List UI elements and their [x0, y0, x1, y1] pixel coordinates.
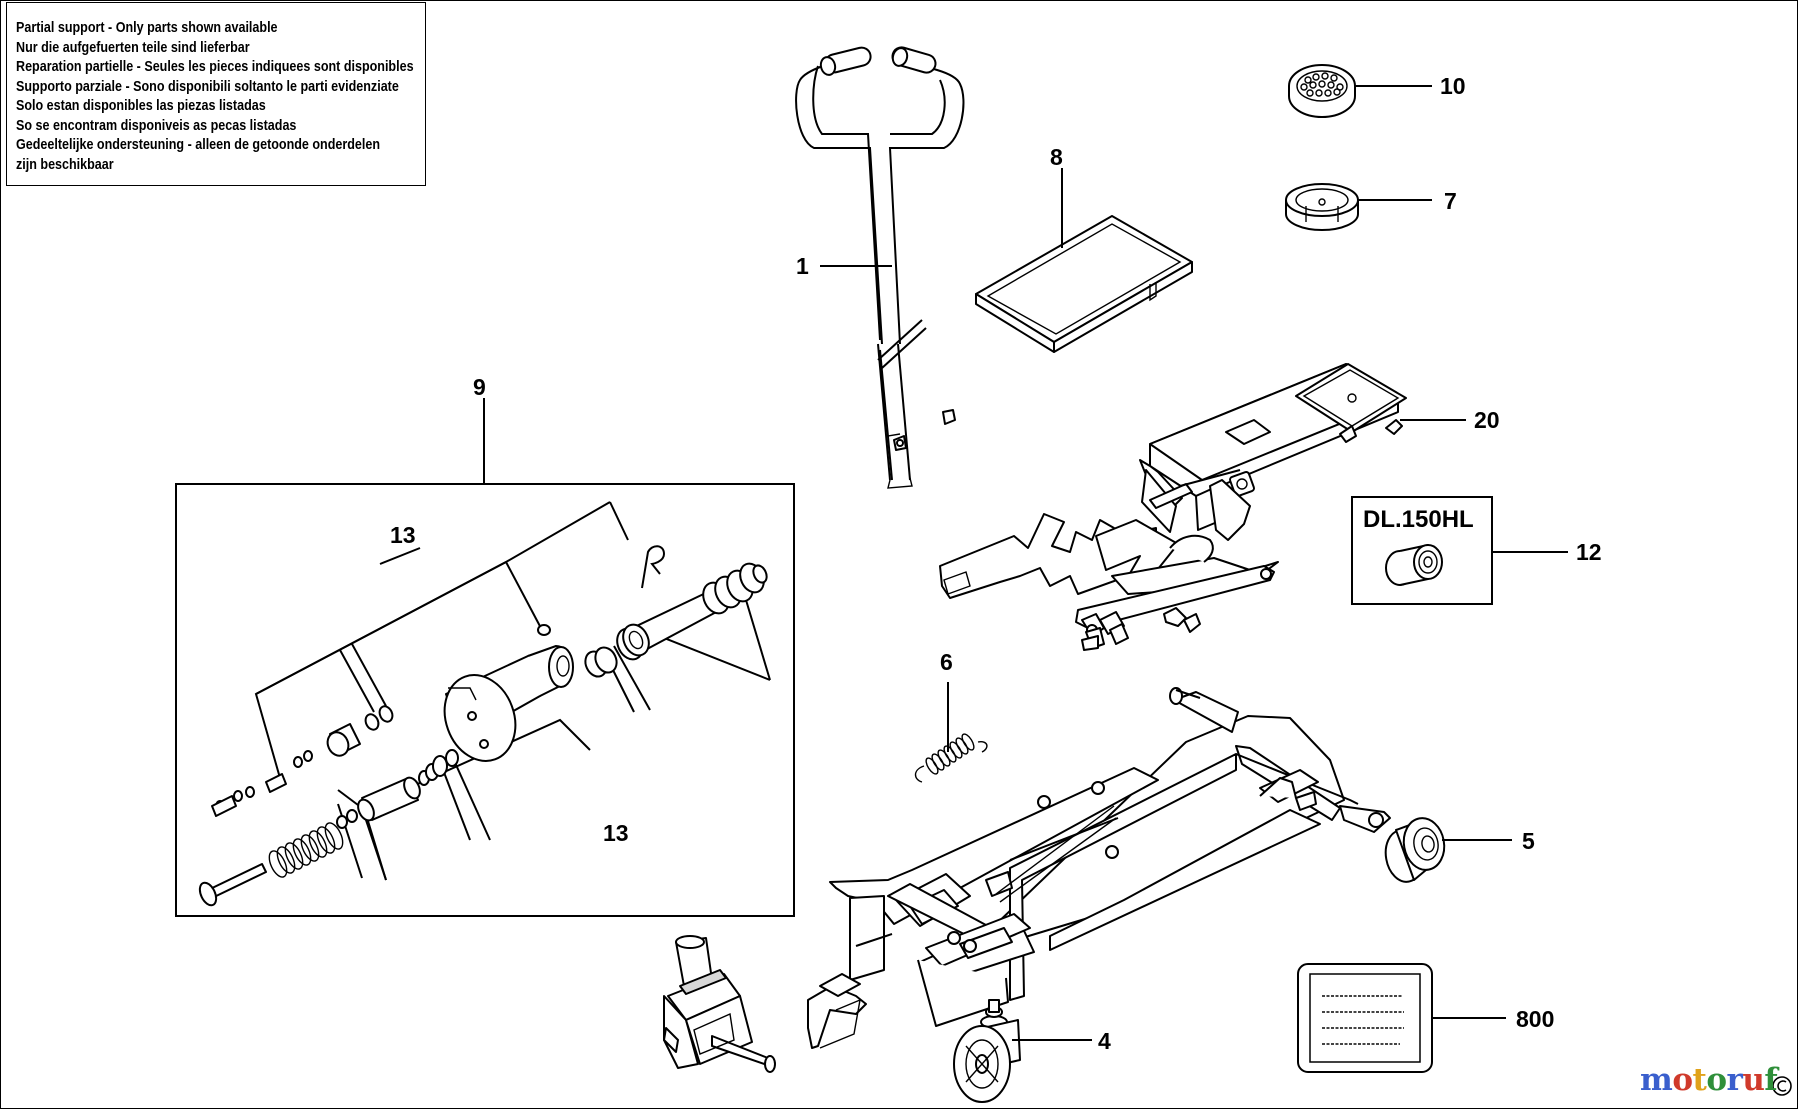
callout-800: 800	[1516, 1006, 1554, 1032]
part-9-pump-assembly[interactable]	[197, 501, 771, 908]
notice-line: Supporto parziale - Sono disponibili sol…	[16, 78, 399, 95]
part-8-tray[interactable]	[975, 215, 1193, 353]
callout-20: 20	[1474, 407, 1500, 433]
watermark-logo: motoruf	[1640, 1062, 1778, 1098]
callout-13b: 13	[603, 820, 629, 846]
callout-9: 9	[473, 374, 486, 400]
part-7-cap[interactable]	[1285, 183, 1359, 231]
part-12-bearing-box[interactable]: DL.150HL	[1351, 496, 1493, 605]
notice-line: Partial support - Only parts shown avail…	[16, 20, 278, 36]
watermark-letter: u	[1742, 1062, 1765, 1098]
part-800-label[interactable]	[1297, 963, 1433, 1073]
part-20-lift-arm[interactable]	[939, 363, 1407, 651]
watermark-letter: o	[1706, 1062, 1727, 1098]
part-5-wheel[interactable]	[1382, 815, 1448, 885]
bracket-part	[807, 973, 867, 1049]
pump-unit	[663, 935, 776, 1073]
watermark-letter: r	[1726, 1062, 1743, 1098]
part-1-handle[interactable]	[795, 45, 965, 489]
leader-13a	[379, 547, 421, 565]
callout-13a: 13	[390, 522, 416, 548]
watermark-letter: t	[1692, 1062, 1707, 1098]
callout-1: 1	[796, 253, 809, 279]
notice-line: zijn beschikbaar	[16, 156, 114, 173]
notice-line: So se encontram disponiveis as pecas lis…	[16, 117, 297, 134]
notice-line: Gedeeltelijke ondersteuning - alleen de …	[16, 137, 381, 153]
part-6-spring[interactable]	[914, 732, 988, 783]
watermark-letter: o	[1672, 1062, 1693, 1098]
jack-frame	[829, 687, 1391, 1027]
availability-notice: Partial support - Only parts shown avail…	[6, 2, 426, 186]
callout-4: 4	[1098, 1028, 1111, 1054]
watermark-letter: m	[1640, 1062, 1673, 1098]
corner-mark-icon	[1772, 1076, 1792, 1096]
callout-12: 12	[1576, 539, 1602, 565]
notice-line: Nur die aufgefuerten teile sind lieferba…	[16, 39, 250, 56]
model-label: DL.150HL	[1363, 506, 1474, 533]
callout-5: 5	[1522, 828, 1535, 854]
corner-mark-glyph	[1777, 1080, 1787, 1092]
callout-7: 7	[1444, 188, 1457, 214]
part-4-caster[interactable]	[953, 999, 1021, 1103]
callout-6: 6	[940, 649, 953, 675]
watermark-letter: f	[1764, 1062, 1778, 1098]
callout-10: 10	[1440, 73, 1466, 99]
callout-8: 8	[1050, 144, 1063, 170]
notice-line: Reparation partielle - Seules les pieces…	[16, 59, 414, 75]
notice-line: Solo estan disponibles las piezas listad…	[16, 98, 266, 114]
part-10-saddle-pad[interactable]	[1288, 64, 1356, 118]
